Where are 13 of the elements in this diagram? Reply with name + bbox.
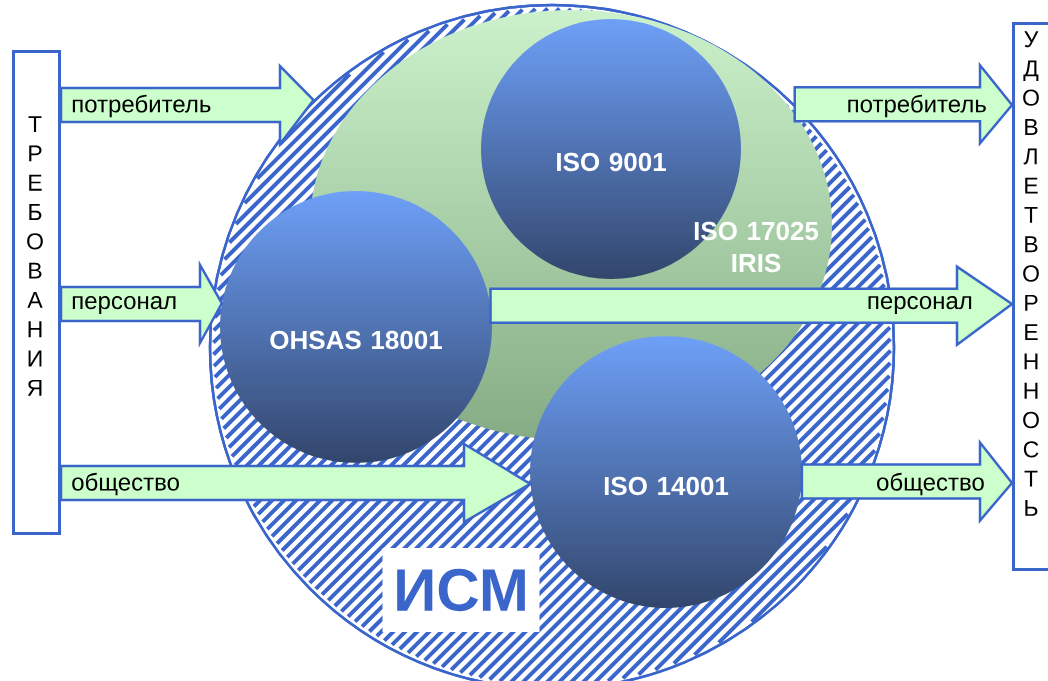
block-arrow [489,264,1015,348]
edge-label: потребитель [70,93,213,119]
edge-label: общество [875,471,986,497]
title-box: ИСМ [382,548,540,632]
edge-label: общество [70,471,181,497]
circle-label: ISO 9001 [557,152,666,172]
circle-label: ISO 14001 [604,476,729,496]
requirements-box: ТРЕБОВАНИЯ [12,50,61,535]
edge-label: персонал [70,295,179,315]
satisfaction-box: УДОВЛЕТВОРЕННОСТЬ [1012,22,1048,571]
circle-label: OHSAS 18001 [270,330,442,350]
edge-label: потребитель [845,93,988,119]
edge-label: персонал [865,295,974,315]
